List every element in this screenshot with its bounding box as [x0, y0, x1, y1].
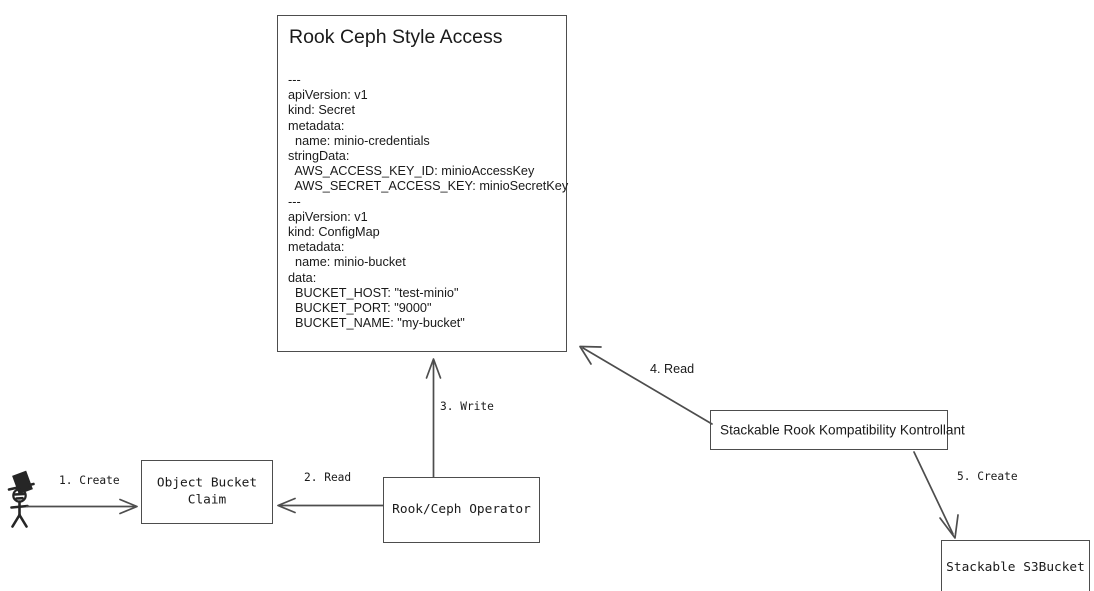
edge-label-1-create: 1. Create	[59, 474, 120, 487]
node-srkk-label: Stackable Rook Kompatibility Kontrollant	[720, 422, 965, 438]
edge-label-3-write: 3. Write	[440, 400, 494, 413]
node-object-bucket-claim[interactable]: Object Bucket Claim	[141, 460, 273, 524]
node-rook-ceph-operator[interactable]: Rook/Ceph Operator	[383, 477, 540, 543]
node-rook-ceph-style-access[interactable]: Rook Ceph Style Access --- apiVersion: v…	[277, 15, 569, 352]
yaml-panel-title: Rook Ceph Style Access	[289, 26, 503, 48]
node-stackable-s3bucket-label: Stackable S3Bucket	[946, 559, 1085, 575]
actor-stick-figure-icon	[7, 470, 35, 528]
edge-3-write-arrow	[425, 358, 442, 478]
yaml-panel-body: --- apiVersion: v1 kind: Secret metadata…	[288, 73, 569, 331]
edge-label-5-create: 5. Create	[957, 470, 1018, 483]
edge-label-2-read: 2. Read	[304, 471, 352, 484]
edge-1-create-arrow	[26, 498, 138, 515]
edge-label-4-read: 4. Read	[650, 362, 695, 376]
edge-4-read-arrow	[579, 345, 713, 425]
node-object-bucket-claim-label: Object Bucket Claim	[156, 475, 258, 508]
node-rook-ceph-operator-label: Rook/Ceph Operator	[392, 501, 531, 517]
edge-2-read-arrow	[277, 497, 384, 514]
node-stackable-s3bucket[interactable]: Stackable S3Bucket	[941, 540, 1090, 591]
edge-5-create-arrow	[913, 451, 959, 539]
node-stackable-rook-kompatibility-kontrollant[interactable]: Stackable Rook Kompatibility Kontrollant	[710, 410, 965, 450]
